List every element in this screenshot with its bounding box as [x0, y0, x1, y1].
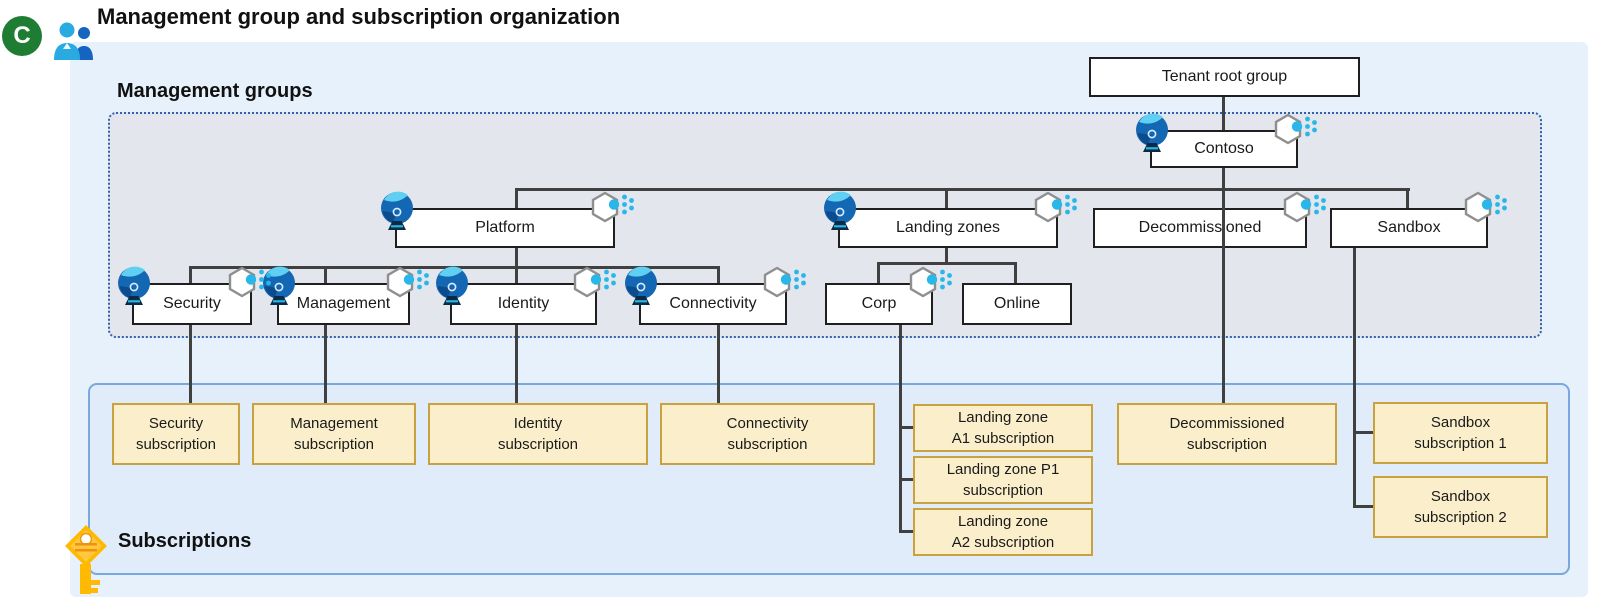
subscription-label: Landing zone A2 subscription [951, 513, 1055, 551]
node-online: Online [962, 283, 1072, 325]
node-decommissioned: Decommissioned [1093, 208, 1307, 248]
node-label: Corp [861, 295, 897, 312]
wire-stub-lz-a2 [899, 530, 913, 533]
subscription-management: Management subscription [252, 403, 416, 465]
wire-stub-sandbox-sub2 [1353, 505, 1373, 508]
subscription-decommissioned: Decommissioned subscription [1117, 403, 1337, 465]
subscription-label: Landing zone A1 subscription [951, 409, 1055, 447]
node-corp: Corp [825, 283, 933, 325]
policy-hexagon-icon [1034, 191, 1080, 225]
policy-hexagon-icon [228, 266, 274, 300]
subscription-landing-zone-a1: Landing zone A1 subscription [913, 404, 1093, 452]
node-landing-zones: Landing zones [838, 208, 1058, 248]
node-label: Decommissioned [1138, 219, 1262, 236]
subscription-label: Sandbox subscription 2 [1414, 488, 1507, 526]
node-label: Sandbox [1377, 219, 1441, 236]
wire-drop-management [324, 266, 327, 283]
logo-letter: C [13, 22, 31, 49]
subscription-sandbox-2: Sandbox subscription 2 [1373, 476, 1548, 538]
subscriptions-heading: Subscriptions [118, 530, 252, 552]
wire-landing-zones-children-bus [877, 262, 1017, 265]
wire-drop-identity [515, 266, 518, 283]
wire-stub-lz-p1 [899, 478, 913, 481]
subscription-key-icon [62, 524, 110, 598]
subscription-landing-zone-p1: Landing zone P1 subscription [913, 456, 1093, 504]
policy-hexagon-icon [763, 266, 809, 300]
node-label: Platform [475, 219, 535, 236]
wire-drop-security [189, 266, 192, 283]
node-label: Tenant root group [1161, 68, 1288, 85]
policy-hexagon-icon [573, 266, 619, 300]
node-label: Landing zones [895, 219, 1001, 236]
subscription-landing-zone-a2: Landing zone A2 subscription [913, 508, 1093, 556]
subscription-label: Sandbox subscription 1 [1414, 414, 1507, 452]
policy-hexagon-icon [1464, 191, 1510, 225]
subscription-label: Connectivity subscription [726, 415, 809, 453]
wire-identity-to-subscription [515, 325, 518, 403]
management-groups-heading: Management groups [117, 80, 313, 102]
wire-drop-landing-zones [945, 188, 948, 208]
wire-stub-sandbox-sub1 [1353, 431, 1373, 434]
management-group-icon [117, 265, 151, 306]
wire-landing-zones-trunk [945, 248, 948, 262]
subscription-identity: Identity subscription [428, 403, 648, 465]
subscription-security: Security subscription [112, 403, 240, 465]
policy-hexagon-icon [909, 266, 955, 300]
subscription-label: Landing zone P1 subscription [946, 461, 1060, 499]
management-group-icon [380, 190, 414, 231]
subscription-sandbox-1: Sandbox subscription 1 [1373, 402, 1548, 464]
management-group-icon [435, 265, 469, 306]
wire-drop-corp [877, 262, 880, 283]
node-tenant-root-group: Tenant root group [1089, 57, 1360, 97]
policy-hexagon-icon [1274, 113, 1320, 147]
management-group-icon [624, 265, 658, 306]
node-label: Identity [497, 295, 550, 312]
wire-drop-online [1014, 262, 1017, 283]
node-platform: Platform [395, 208, 615, 248]
page-title: Management group and subscription organi… [97, 4, 621, 29]
node-connectivity: Connectivity [639, 283, 787, 325]
policy-hexagon-icon [1283, 191, 1329, 225]
wire-corp-trunk [899, 325, 902, 533]
wire-management-to-subscription [324, 325, 327, 403]
subscription-label: Decommissioned subscription [1169, 415, 1285, 453]
policy-hexagon-icon [386, 266, 432, 300]
policy-hexagon-icon [591, 191, 637, 225]
node-label: Management [296, 295, 391, 312]
subscription-connectivity: Connectivity subscription [660, 403, 875, 465]
contoso-c-badge: C [2, 16, 42, 56]
wire-contoso-to-decommissioned-subscription [1222, 168, 1225, 403]
subscription-label: Security subscription [135, 415, 217, 453]
wire-drop-sandbox [1406, 188, 1409, 208]
subscription-label: Identity subscription [497, 415, 579, 453]
management-group-icon [823, 190, 857, 231]
node-contoso: Contoso [1150, 130, 1298, 168]
wire-tenant-to-contoso [1222, 97, 1225, 130]
node-identity: Identity [450, 283, 597, 325]
node-label: Security [163, 295, 221, 312]
node-label: Contoso [1194, 140, 1254, 157]
node-label: Online [993, 295, 1041, 312]
wire-platform-trunk [515, 248, 518, 266]
node-sandbox: Sandbox [1330, 208, 1488, 248]
management-people-icon [52, 20, 98, 62]
wire-drop-connectivity [717, 266, 720, 283]
wire-stub-lz-a1 [899, 426, 913, 429]
management-group-icon [1135, 112, 1169, 153]
wire-security-to-subscription [189, 325, 192, 403]
wire-level3-bus [516, 188, 1410, 191]
node-label: Connectivity [669, 295, 757, 312]
wire-drop-platform [515, 188, 518, 208]
wire-connectivity-to-subscription [717, 325, 720, 403]
subscription-label: Management subscription [290, 415, 378, 453]
wire-sandbox-trunk [1353, 248, 1356, 508]
